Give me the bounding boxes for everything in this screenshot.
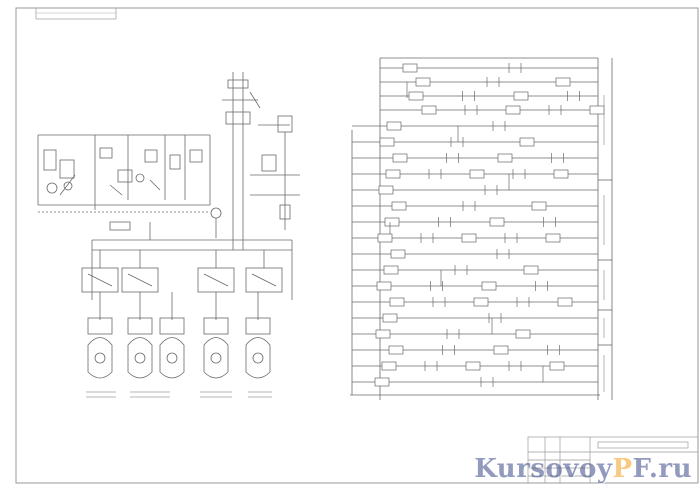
relay-coil [469,169,485,179]
contact-symbol [543,217,556,227]
contact-symbol [516,297,530,307]
relay-coil [391,201,407,211]
relay-coil [555,77,571,87]
contact-symbol [547,345,560,355]
relay-coil [383,265,399,275]
contact-symbol [446,329,460,339]
contact-symbol [484,185,498,195]
relay-coil [378,185,394,195]
contact-symbol [496,249,510,259]
contact-symbol [428,169,442,179]
relay-coil [385,169,401,179]
relay-coil [549,361,565,371]
relay-coil [382,313,398,323]
contact-symbol [486,77,500,87]
relay-coil [377,233,393,243]
relay-coil [421,105,437,115]
relay-coil [374,377,390,387]
relay-coil [415,77,431,87]
relay-coil [388,345,404,355]
contact-symbol [488,313,502,323]
watermark: KursovoyPF.ru [474,454,692,484]
relay-coil [402,63,418,73]
contact-symbol [508,63,522,73]
contact-symbol [462,201,476,211]
left-power-circuit [37,72,300,398]
contact-symbol [454,265,468,275]
contact-symbol [462,91,475,101]
relay-coil [392,153,408,163]
relay-coil [375,329,391,339]
contact-symbol [480,377,494,387]
relay-coil [553,169,569,179]
contact-symbol [551,153,564,163]
contact-symbol [567,91,580,101]
relay-coil [384,217,400,227]
relay-coil [497,153,513,163]
relay-coil [408,91,424,101]
contact-symbol [446,153,459,163]
relay-coil [515,329,531,339]
contact-symbol [535,281,548,291]
relay-coil [461,233,477,243]
relay-coil [390,249,406,259]
contact-symbol [508,361,522,371]
relay-coil [381,361,397,371]
relay-coil [523,265,539,275]
relay-coil [589,105,605,115]
relay-coil [513,91,529,101]
contact-symbol [424,361,438,371]
contact-symbol [442,345,455,355]
relay-coil [389,297,405,307]
title-block [527,436,699,484]
contact-symbol [438,217,451,227]
contact-symbol [512,169,526,179]
control-rungs [352,63,605,387]
relay-coil [531,201,547,211]
relay-coil [376,281,392,291]
relay-coil [465,361,481,371]
relay-coil [386,121,402,131]
relay-coil [473,297,489,307]
relay-coil [519,137,535,147]
relay-coil [493,345,509,355]
contact-symbol [432,297,446,307]
contact-symbol [464,105,478,115]
relay-coil [489,217,505,227]
contact-symbol [548,105,562,115]
contact-symbol [492,121,506,131]
contact-symbol [420,233,434,243]
relay-coil [379,137,395,147]
contact-symbol [450,137,464,147]
relay-coil [545,233,561,243]
sheet-frame [15,7,699,484]
contact-symbol [504,233,518,243]
relay-coil [557,297,573,307]
relay-coil [505,105,521,115]
corner-stamp [35,7,117,20]
contact-symbol [430,281,443,291]
relay-coil [481,281,497,291]
